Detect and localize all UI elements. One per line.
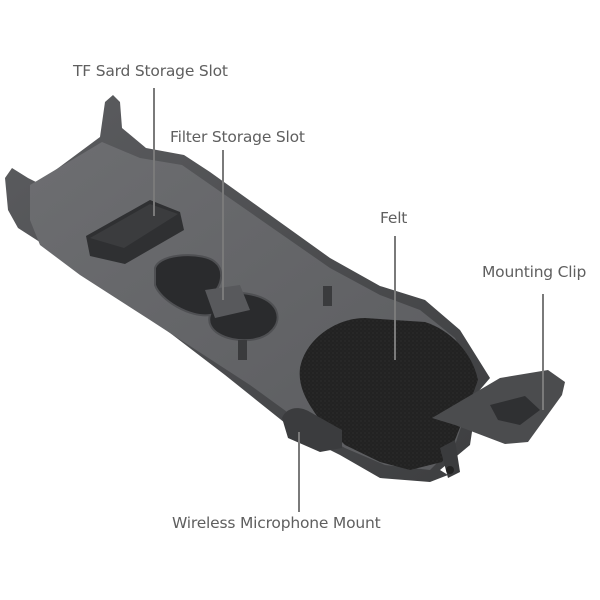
callout-tf-card: TF Sard Storage Slot [73, 62, 228, 80]
felt-pad [299, 318, 478, 470]
leader-line-felt [394, 236, 396, 360]
leader-line-tf-card [153, 88, 155, 216]
filter-slot [154, 254, 279, 342]
tf-card-slot [86, 200, 184, 264]
callout-felt: Felt [380, 209, 408, 227]
leader-line-mic-mount [298, 432, 300, 512]
callout-mounting-clip: Mounting Clip [482, 263, 587, 281]
leader-line-filter [222, 150, 224, 300]
mounting-clip [432, 370, 565, 478]
mic-mount-bump [282, 408, 342, 452]
callout-mic-mount: Wireless Microphone Mount [172, 514, 381, 532]
leader-line-mounting-clip [542, 294, 544, 410]
callout-filter: Filter Storage Slot [170, 128, 305, 146]
